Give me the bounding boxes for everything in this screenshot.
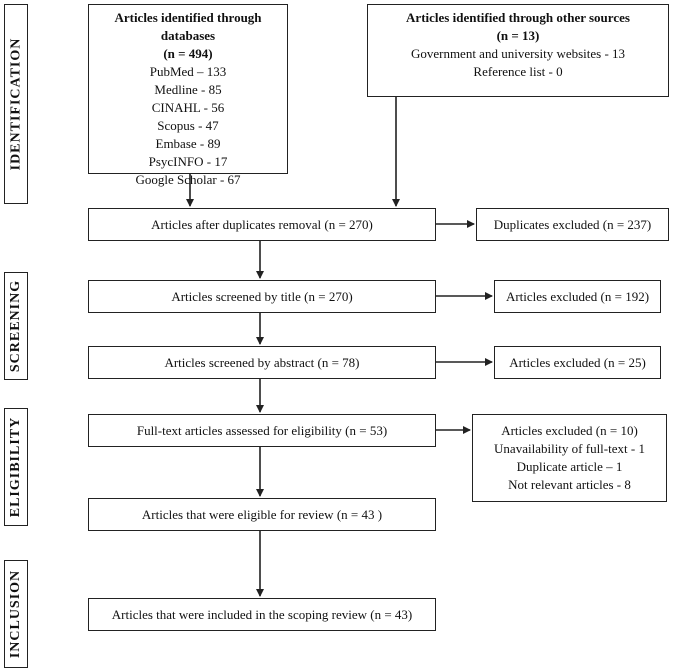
after-duplicates-box: Articles after duplicates removal (n = 2… (88, 208, 436, 241)
excluded-abstract-box: Articles excluded (n = 25) (494, 346, 661, 379)
other-sources-title: Articles identified through other source… (406, 10, 630, 25)
database-item: Embase - 89 (155, 136, 221, 151)
excluded-title-text: Articles excluded (n = 192) (505, 288, 650, 304)
other-source-item: Reference list - 0 (473, 64, 563, 79)
screened-title-box: Articles screened by title (n = 270) (88, 280, 436, 313)
eligible-text: Articles that were eligible for review (… (141, 506, 383, 522)
fulltext-excluded-item: Unavailability of full-text - 1 (494, 441, 645, 456)
stage-identification: IDENTIFICATION (4, 4, 28, 204)
fulltext-excluded-item: Not relevant articles - 8 (508, 477, 631, 492)
excluded-abstract-text: Articles excluded (n = 25) (509, 354, 646, 370)
database-item: Google Scholar - 67 (135, 172, 241, 187)
fulltext-excluded-item: Duplicate article – 1 (516, 459, 623, 474)
excluded-title-box: Articles excluded (n = 192) (494, 280, 661, 313)
fulltext-excluded-box: Articles excluded (n = 10) Unavailabilit… (472, 414, 667, 502)
fulltext-assessed-text: Full-text articles assessed for eligibil… (136, 422, 388, 438)
eligible-box: Articles that were eligible for review (… (88, 498, 436, 531)
databases-title: Articles identified through databases (114, 10, 262, 43)
stage-screening: SCREENING (4, 272, 28, 380)
fulltext-excluded-title: Articles excluded (n = 10) (501, 423, 638, 438)
duplicates-excluded-box: Duplicates excluded (n = 237) (476, 208, 669, 241)
database-item: PubMed – 133 (149, 64, 227, 79)
database-item: Medline - 85 (154, 82, 222, 97)
fulltext-assessed-box: Full-text articles assessed for eligibil… (88, 414, 436, 447)
stage-inclusion: INCLUSION (4, 560, 28, 668)
databases-box: Articles identified through databases (n… (88, 4, 288, 187)
included-box: Articles that were included in the scopi… (88, 598, 436, 631)
screened-abstract-text: Articles screened by abstract (n = 78) (164, 354, 360, 370)
database-item: Scopus - 47 (157, 118, 219, 133)
database-item: PsycINFO - 17 (148, 154, 228, 169)
screened-title-text: Articles screened by title (n = 270) (171, 288, 353, 304)
other-sources-box: Articles identified through other source… (367, 4, 669, 97)
stage-eligibility: ELIGIBILITY (4, 408, 28, 526)
screened-abstract-box: Articles screened by abstract (n = 78) (88, 346, 436, 379)
duplicates-excluded-text: Duplicates excluded (n = 237) (493, 216, 652, 232)
after-duplicates-text: Articles after duplicates removal (n = 2… (151, 216, 373, 232)
database-item: CINAHL - 56 (151, 100, 225, 115)
other-source-item: Government and university websites - 13 (410, 46, 626, 61)
databases-count: (n = 494) (163, 46, 213, 61)
included-text: Articles that were included in the scopi… (111, 606, 413, 622)
other-sources-count: (n = 13) (496, 28, 540, 43)
